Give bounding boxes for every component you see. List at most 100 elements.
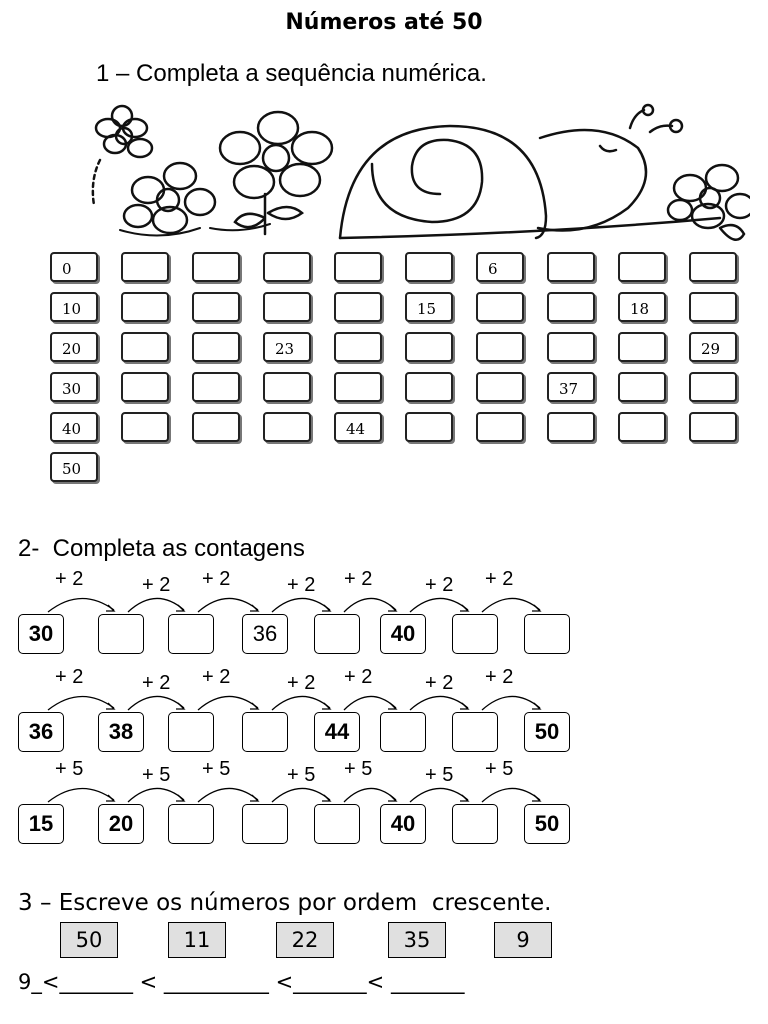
count-box-blank[interactable] — [242, 804, 288, 844]
step-label: + 2 — [425, 672, 454, 694]
count-box-filled: 40 — [380, 804, 426, 844]
grid-cell-filled: 37 — [547, 372, 595, 402]
grid-cell-filled: 0 — [50, 252, 98, 282]
count-box-filled: 40 — [380, 614, 426, 654]
number-box: 9 — [494, 922, 552, 958]
step-label: + 5 — [287, 764, 316, 786]
grid-cell-blank[interactable] — [121, 372, 169, 402]
grid-cell-blank[interactable] — [547, 292, 595, 322]
step-label: + 2 — [344, 568, 373, 590]
count-box-blank[interactable] — [168, 614, 214, 654]
count-box-filled: 38 — [98, 712, 144, 752]
grid-cell-blank[interactable] — [689, 292, 737, 322]
count-box-blank[interactable] — [524, 614, 570, 654]
grid-cell-blank[interactable] — [192, 412, 240, 442]
count-box-blank[interactable] — [242, 712, 288, 752]
ordering-answer-line[interactable]: 9_<_______ < __________ <_______< ______… — [18, 970, 465, 994]
grid-cell-blank[interactable] — [121, 292, 169, 322]
grid-cell-blank[interactable] — [547, 412, 595, 442]
count-box-blank[interactable] — [452, 614, 498, 654]
grid-cell-blank[interactable] — [334, 252, 382, 282]
grid-cell-blank[interactable] — [618, 372, 666, 402]
flower-icon — [122, 161, 217, 235]
step-arrow — [409, 597, 469, 613]
arrow-head — [460, 604, 470, 612]
grid-cell-blank[interactable] — [121, 252, 169, 282]
grid-cell-blank[interactable] — [192, 332, 240, 362]
grid-cell-blank[interactable] — [121, 332, 169, 362]
arrow-head — [388, 604, 398, 612]
step-arrow — [127, 787, 185, 803]
grid-cell-blank[interactable] — [334, 372, 382, 402]
number-box: 50 — [60, 922, 118, 958]
arrow-head — [322, 604, 332, 612]
number-box: 11 — [168, 922, 226, 958]
count-box-blank[interactable] — [452, 712, 498, 752]
count-box-filled: 15 — [18, 804, 64, 844]
grid-cell-blank[interactable] — [689, 372, 737, 402]
grid-cell-blank[interactable] — [192, 292, 240, 322]
count-box-blank[interactable] — [168, 712, 214, 752]
count-box-blank[interactable] — [380, 712, 426, 752]
step-arrow — [409, 787, 469, 803]
grid-cell-blank[interactable] — [547, 252, 595, 282]
step-label: + 2 — [142, 672, 171, 694]
grid-cell-blank[interactable] — [476, 292, 524, 322]
step-arrow — [481, 787, 541, 803]
grid-cell-filled: 29 — [689, 332, 737, 362]
grid-cell-blank[interactable] — [405, 372, 453, 402]
step-arrow — [271, 695, 331, 711]
count-box-filled: 30 — [18, 614, 64, 654]
count-box-blank[interactable] — [98, 614, 144, 654]
count-box-blank[interactable] — [168, 804, 214, 844]
grid-cell-blank[interactable] — [192, 252, 240, 282]
grid-cell-blank[interactable] — [547, 332, 595, 362]
count-box-blank[interactable] — [314, 804, 360, 844]
grid-cell-filled: 18 — [618, 292, 666, 322]
grid-cell-blank[interactable] — [689, 252, 737, 282]
count-box-filled: 36 — [18, 712, 64, 752]
step-arrow — [47, 695, 115, 711]
step-arrow — [197, 787, 259, 803]
grid-cell-blank[interactable] — [405, 332, 453, 362]
grid-cell-blank[interactable] — [476, 372, 524, 402]
grid-cell-blank[interactable] — [192, 372, 240, 402]
grid-cell-blank[interactable] — [263, 372, 311, 402]
grid-cell-blank[interactable] — [405, 252, 453, 282]
grid-cell-filled: 30 — [50, 372, 98, 402]
grid-cell-blank[interactable] — [334, 332, 382, 362]
count-box-blank[interactable] — [452, 804, 498, 844]
step-label: + 2 — [55, 568, 84, 590]
arrow-head — [250, 604, 260, 612]
step-arrow — [409, 695, 469, 711]
count-box-blank[interactable] — [314, 614, 360, 654]
grid-cell-blank[interactable] — [689, 412, 737, 442]
arrow-head — [106, 794, 116, 802]
step-label: + 2 — [287, 574, 316, 596]
step-label: + 2 — [202, 568, 231, 590]
grid-cell-blank[interactable] — [121, 412, 169, 442]
exercise-1-heading: 1 – Completa a sequência numérica. — [96, 60, 487, 87]
arrow-head — [460, 702, 470, 710]
grid-cell-blank[interactable] — [618, 412, 666, 442]
grid-cell-blank[interactable] — [334, 292, 382, 322]
step-label: + 5 — [142, 764, 171, 786]
grid-cell-filled: 50 — [50, 452, 98, 482]
grid-cell-blank[interactable] — [263, 292, 311, 322]
step-arrow — [343, 695, 397, 711]
grid-cell-blank[interactable] — [405, 412, 453, 442]
grid-cell-filled: 15 — [405, 292, 453, 322]
grid-cell-blank[interactable] — [618, 252, 666, 282]
arrow-head — [176, 794, 186, 802]
snail-icon — [338, 103, 722, 240]
grid-cell-filled: 6 — [476, 252, 524, 282]
grid-cell-blank[interactable] — [476, 332, 524, 362]
grid-cell-blank[interactable] — [476, 412, 524, 442]
step-arrow — [47, 787, 115, 803]
exercise-3-heading: 3 – Escreve os números por ordem crescen… — [18, 890, 552, 916]
step-arrow — [271, 787, 331, 803]
grid-cell-blank[interactable] — [618, 332, 666, 362]
grid-cell-blank[interactable] — [263, 412, 311, 442]
grid-cell-blank[interactable] — [263, 252, 311, 282]
